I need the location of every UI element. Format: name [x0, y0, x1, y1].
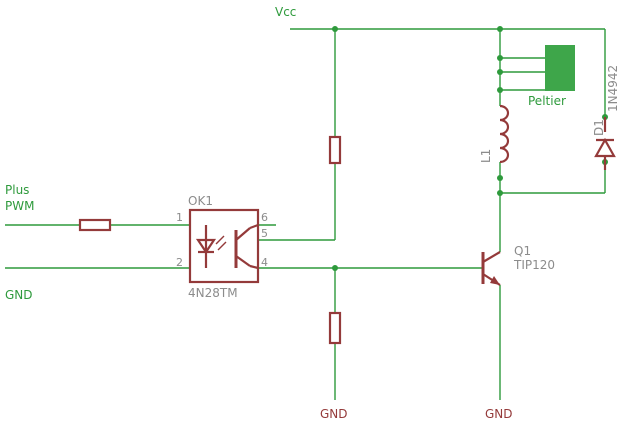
diode-d1: [594, 117, 616, 170]
optocoupler-value: 4N28TM: [188, 286, 238, 300]
junction: [497, 26, 503, 32]
transistor-value: TIP120: [513, 258, 555, 272]
resistor-r2: [328, 135, 342, 165]
vcc-label: Vcc: [275, 5, 296, 19]
gnd-label-right: GND: [485, 407, 513, 421]
opto-pin-2: 2: [176, 256, 183, 269]
wires: [5, 28, 606, 400]
optocoupler-body: [188, 208, 260, 284]
optocoupler-ref: OK1: [188, 194, 213, 208]
junction: [332, 265, 338, 271]
junction: [497, 175, 503, 181]
input-label-pwm: PWM: [5, 199, 34, 213]
input-label-plus: Plus: [5, 183, 29, 197]
transistor-q1: [481, 251, 501, 286]
opto-pin-5: 5: [261, 227, 268, 240]
junction: [497, 69, 503, 75]
opto-pin-4: 4: [261, 256, 268, 269]
opto-pin-6: 6: [261, 211, 268, 224]
gnd-label-mid: GND: [320, 407, 348, 421]
transistor-ref: Q1: [514, 244, 531, 258]
inductor-ref: L1: [479, 149, 493, 163]
junction: [497, 87, 503, 93]
junction: [497, 190, 503, 196]
junction: [332, 26, 338, 32]
diode-value: 1N4942: [606, 65, 620, 112]
peltier-label: Peltier: [528, 94, 566, 108]
optocoupler-ok1: 1 2 6 5 4: [176, 208, 268, 284]
inductor-l1: [499, 104, 510, 164]
diode-ref: D1: [592, 119, 606, 136]
opto-pin-1: 1: [176, 211, 183, 224]
peltier-element: [545, 45, 575, 91]
resistor-r1: [78, 218, 112, 232]
junction: [497, 55, 503, 61]
resistor-r3: [328, 311, 342, 345]
gnd-label-left: GND: [5, 288, 33, 302]
